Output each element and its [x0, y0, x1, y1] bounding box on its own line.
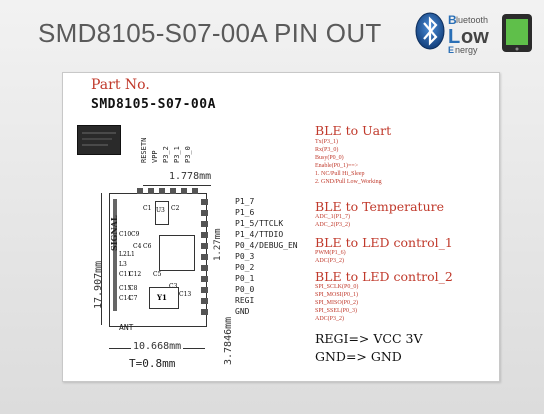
part-label: Part No. [91, 77, 150, 93]
component-label: C9 [131, 231, 140, 238]
dim-top-pitch: 1.778mm [169, 171, 212, 182]
section-uart-item: Enable(P0_1)==> [315, 163, 359, 169]
section-uart-title: BLE to Uart [315, 123, 392, 138]
right-pin-label: REGI [235, 296, 255, 305]
top-pin-label: P3_2 [162, 146, 170, 163]
section-led2-item: SPI_MISO(P0_2) [315, 300, 359, 306]
device-icon [502, 14, 532, 52]
dim-bottom-right: 3.7846mm [223, 316, 234, 365]
component-label: C8 [129, 285, 138, 292]
logo-letter-e: E [448, 45, 454, 55]
section-uart-item: 1. NC/Pull Hi_Sleep [315, 171, 365, 177]
dim-pin-pitch: 1.27mm [213, 228, 223, 261]
ant-label: ANT [119, 323, 134, 332]
component-label: L3 [119, 261, 127, 268]
logo-word-nergy: nergy [455, 45, 478, 55]
component-label: C5 [153, 271, 162, 278]
component-u3 [155, 201, 169, 225]
dim-top-arrow [143, 185, 211, 186]
component-label: C11 [119, 271, 132, 278]
component-label: C13 [179, 291, 192, 298]
top-pin-label: RESETN [140, 137, 148, 163]
component-label: C2 [171, 205, 180, 212]
component-label: C12 [129, 271, 142, 278]
component-label: C4 [133, 243, 142, 250]
chip-outline [159, 235, 195, 271]
right-pin-label: P1_5/TTCLK [235, 219, 284, 228]
top-pin-label: P3_1 [173, 146, 181, 163]
top-pin-label: VPP [151, 150, 159, 163]
component-label: C15 [119, 285, 132, 292]
dim-height: 17.907mm [93, 260, 104, 309]
section-uart-item: Tx(P3_1) [315, 139, 338, 145]
right-pin-label: P0_3 [235, 252, 255, 261]
section-led2-item: SPI_SCLK(P0_0) [315, 284, 359, 290]
component-label: C1 [143, 205, 152, 212]
right-pin-label: P1_7 [235, 197, 255, 206]
section-uart-item: Rx(P3_0) [315, 147, 339, 153]
logo-letter-b: B [448, 13, 457, 27]
ble-logo: B luetooth L ow E nergy [412, 6, 536, 56]
component-label: C3 [169, 283, 178, 290]
right-pin-label: P0_2 [235, 263, 255, 272]
antenna-trace [113, 199, 117, 311]
logo-word-ow: ow [461, 26, 489, 48]
module-photo [77, 125, 121, 155]
section-temp-title: BLE to Temperature [315, 199, 444, 214]
right-pin-label: P1_6 [235, 208, 255, 217]
power-gnd: GND=> GND [315, 349, 402, 364]
component-label: C7 [129, 295, 138, 302]
power-regi: REGI=> VCC 3V [315, 331, 423, 346]
section-uart-item: Busy(P0_0) [315, 155, 344, 161]
logo-word-luetooth: luetooth [456, 15, 488, 25]
right-pin-label: P0_4/DEBUG_EN [235, 241, 298, 250]
right-pin-label: P0_1 [235, 274, 255, 283]
component-label: Y1 [157, 293, 167, 302]
right-pin-label: P1_4/TTDIO [235, 230, 284, 239]
section-temp-item: ADC_1(P1_7) [315, 214, 351, 220]
section-temp-item: ADC_2(P3_2) [315, 222, 351, 228]
module-outline [109, 193, 207, 327]
pinout-sheet: Part No. SMD8105-S07-00A RESETN VPP P3_2… [62, 72, 500, 382]
component-label: L2 [119, 251, 127, 258]
signal-label: SIGNAL [109, 215, 119, 252]
crystal-y1 [149, 287, 179, 309]
component-label: C14 [119, 295, 132, 302]
section-led2-item: ADC(P3_2) [315, 316, 345, 322]
slide-title: SMD8105-S07-00A PIN OUT [38, 18, 382, 48]
dim-height-line [101, 193, 102, 325]
component-label: C6 [143, 243, 152, 250]
dim-thickness: T=0.8mm [129, 357, 176, 370]
bluetooth-icon [415, 12, 445, 50]
component-label: L1 [127, 251, 135, 258]
section-led2-item: SPI_SSEL(P0_3) [315, 308, 358, 314]
logo-letter-l: L [448, 26, 460, 48]
right-pin-label: P0_0 [235, 285, 255, 294]
top-pin-label: P3_0 [184, 146, 192, 163]
section-led1-item: ADC(P3_2) [315, 258, 345, 264]
component-label: C10 [119, 231, 132, 238]
section-led1-title: BLE to LED control_1 [315, 235, 453, 250]
right-pin-label: GND [235, 307, 250, 316]
section-uart-item: 2. GND/Pull Low_Working [315, 179, 382, 185]
section-led2-item: SPI_MOSI(P0_1) [315, 292, 359, 298]
component-label: U3 [156, 207, 165, 214]
section-led2-title: BLE to LED control_2 [315, 269, 453, 284]
dim-width: 10.668mm [131, 341, 184, 352]
part-number: SMD8105-S07-00A [91, 97, 216, 112]
section-led1-item: PWM(P1_6) [315, 250, 346, 256]
